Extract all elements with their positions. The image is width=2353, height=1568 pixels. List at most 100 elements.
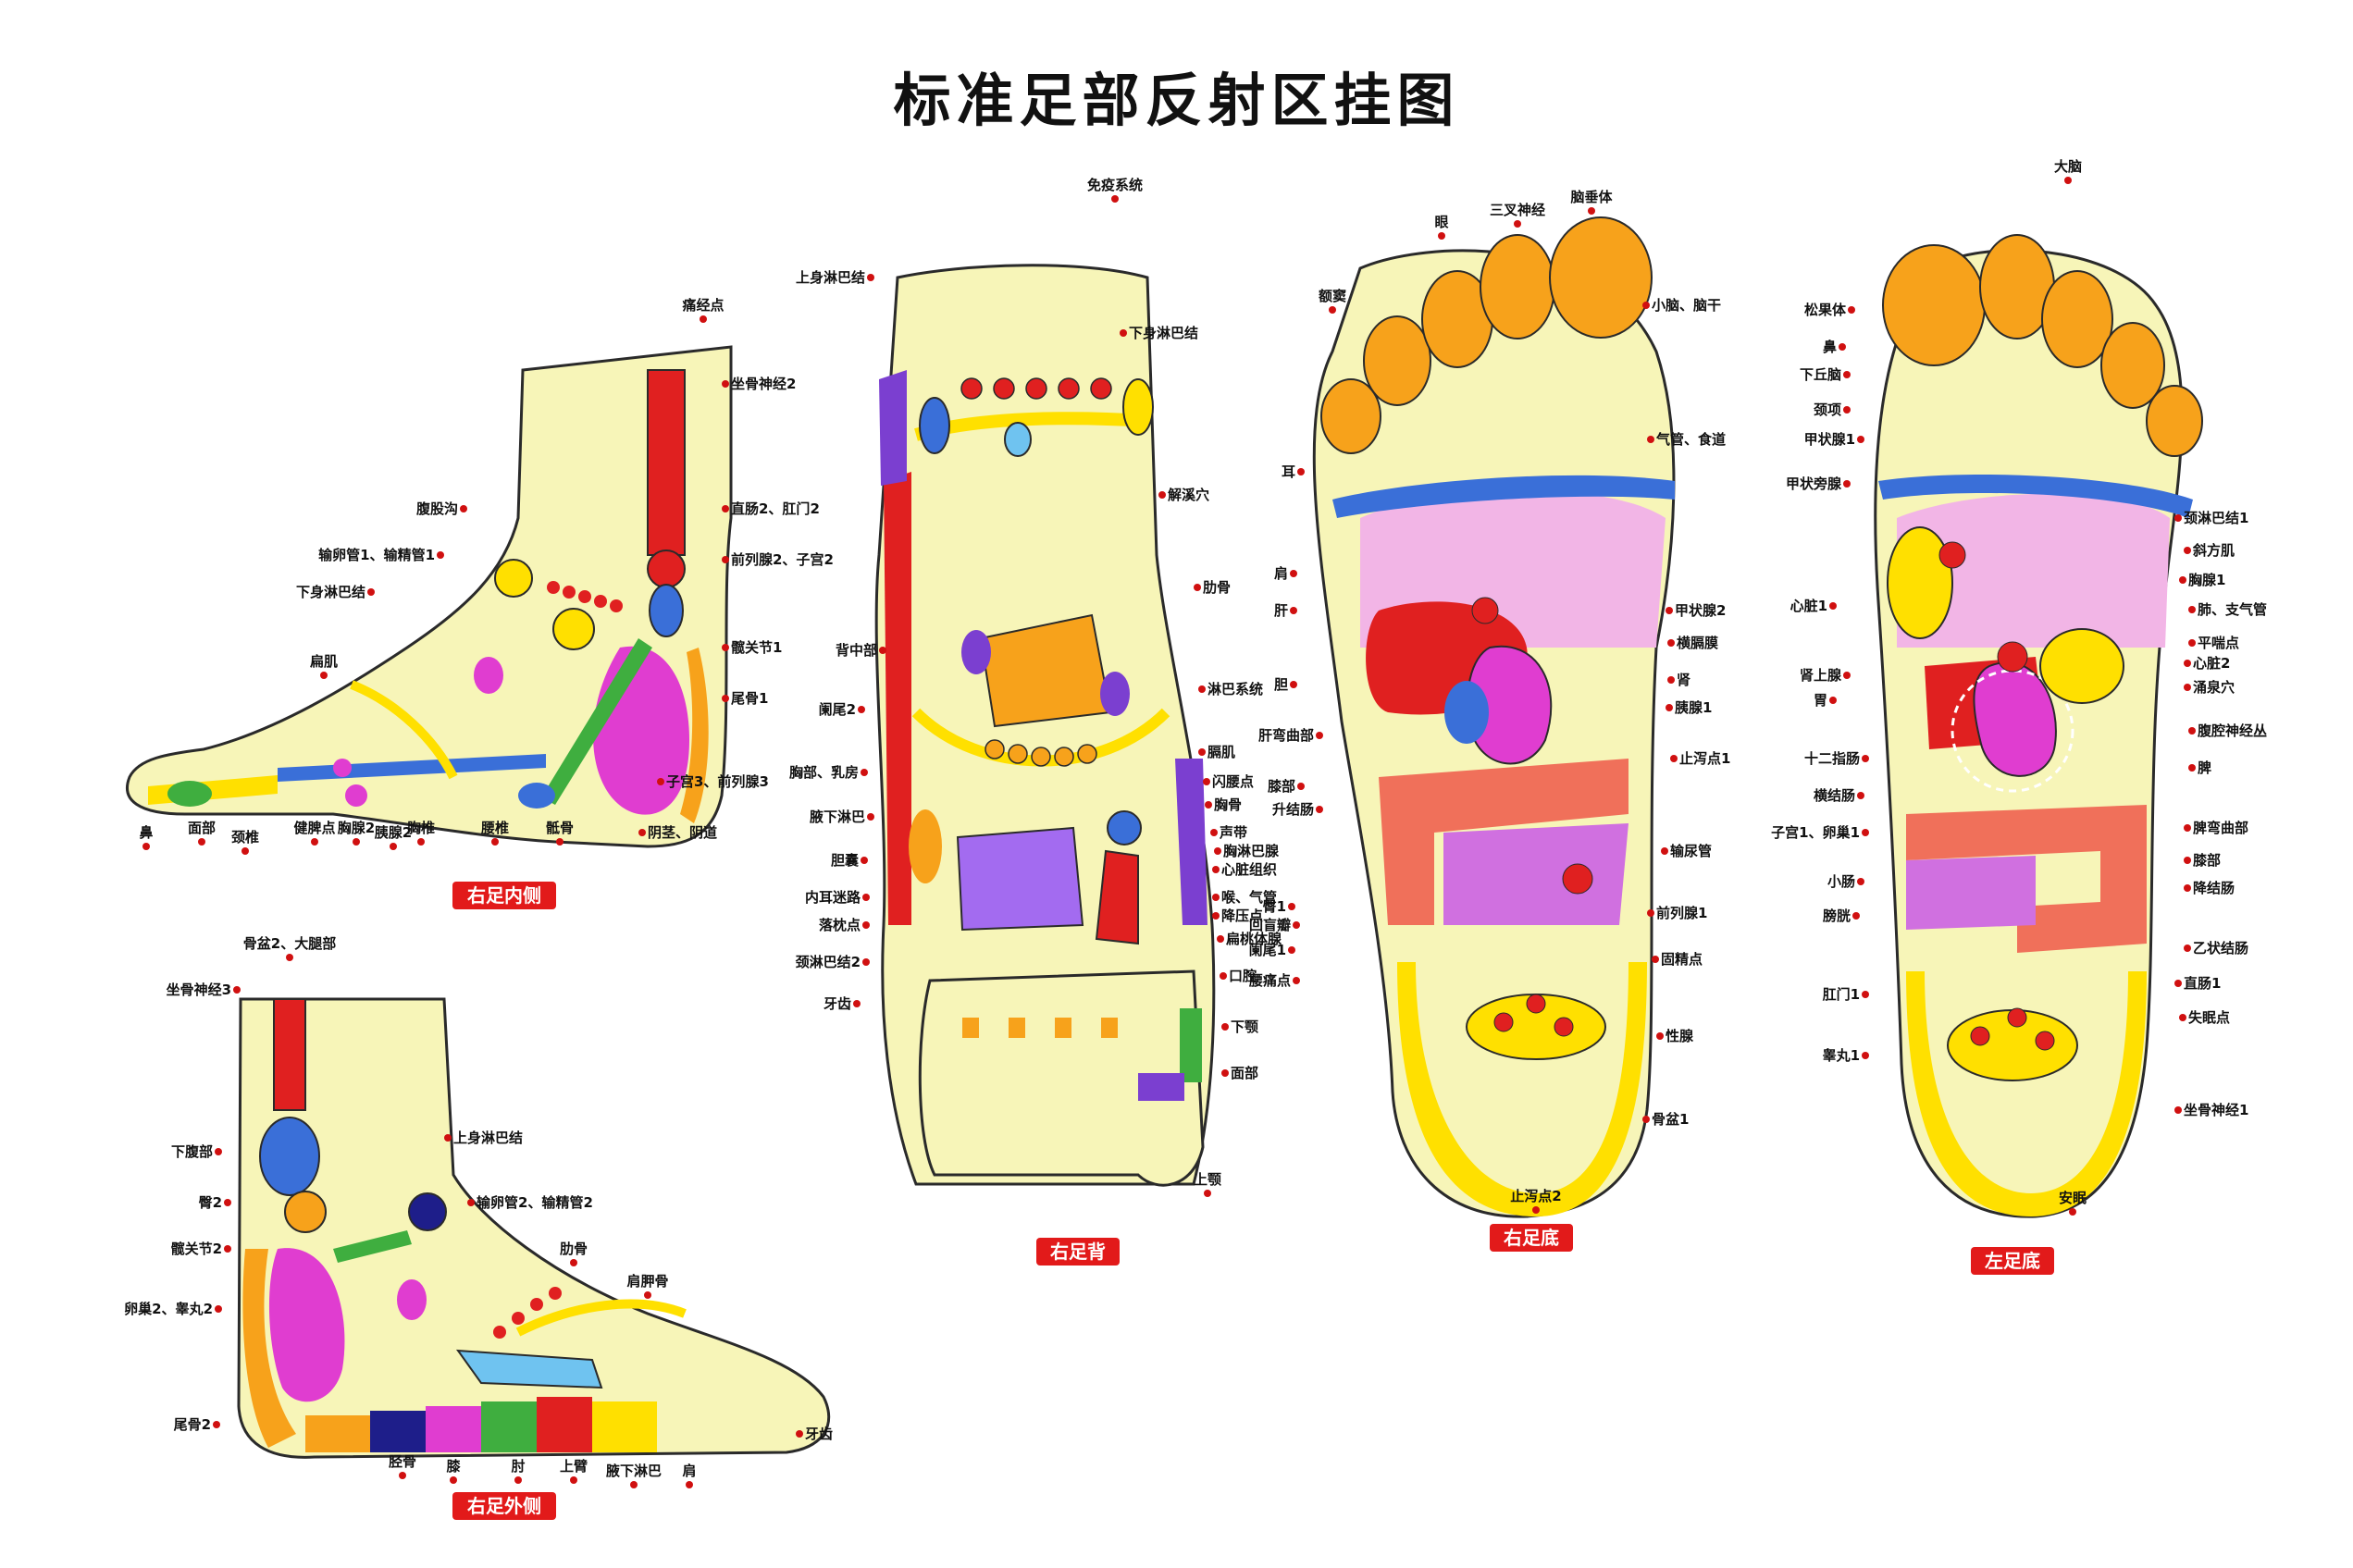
reflex-label: 十二指肠 (1804, 750, 1860, 767)
inner-pink-point-2 (333, 759, 352, 777)
label-dot (467, 1199, 475, 1206)
label-dot (1120, 329, 1127, 337)
label-dot (1843, 371, 1851, 378)
reflex-label: 髋关节1 (731, 639, 782, 656)
label-dot (2188, 727, 2196, 735)
label-dot (1661, 847, 1668, 855)
reflex-label: 落枕点 (819, 917, 861, 933)
label-dot (722, 380, 729, 388)
reflex-label: 解溪穴 (1168, 487, 1209, 503)
back-jaw-purple (1138, 1073, 1184, 1101)
lsole-colon (1906, 805, 2147, 953)
label-dot (1316, 806, 1323, 813)
reflex-label: 肾 (1677, 672, 1690, 688)
label-dot (2174, 980, 2182, 987)
label-dot (644, 1291, 651, 1299)
label-dot (1212, 912, 1220, 920)
label-dot (2069, 1208, 2076, 1216)
label-dot (796, 1430, 803, 1438)
label-dot (1212, 866, 1220, 873)
reflex-label: 背中部 (836, 642, 877, 659)
reflex-label: 阴茎、阴道 (648, 824, 717, 841)
reflex-label: 喉、气管 (1221, 889, 1277, 906)
label-dot (1843, 672, 1851, 679)
reflex-label: 大脑 (2054, 158, 2082, 175)
label-dot (2179, 1014, 2186, 1021)
reflex-label: 骨盆2、大腿部 (243, 935, 336, 952)
reflex-label: 肺、支气管 (2198, 601, 2267, 618)
label-dot (630, 1481, 638, 1488)
reflex-label: 脾 (2198, 759, 2211, 776)
reflex-label: 涌泉穴 (2193, 679, 2235, 696)
label-dot (2184, 884, 2191, 892)
label-dot (722, 695, 729, 702)
reflex-label: 颈淋巴结2 (795, 954, 861, 970)
label-dot (1205, 801, 1212, 809)
label-dot (417, 838, 425, 846)
label-dot (2188, 606, 2196, 613)
view-caption: 右足底 (1504, 1227, 1559, 1249)
reflex-label: 降压点 (1221, 907, 1263, 924)
view-caption: 右足背 (1050, 1241, 1106, 1263)
reflex-label: 输卵管1、输精管1 (318, 547, 435, 563)
label-dot (638, 829, 646, 836)
inner-lymph-arc (350, 680, 458, 780)
label-dot (2184, 660, 2191, 667)
reflex-label: 胸部、乳房 (789, 764, 859, 781)
back-jaw-green (1180, 1008, 1202, 1082)
back-left-red-edge (884, 472, 911, 925)
reflex-label: 胸骨 (1214, 796, 1242, 813)
reflex-label: 三叉神经 (1490, 202, 1545, 218)
label-dot (1290, 607, 1297, 614)
reflex-label: 平喘点 (2198, 635, 2239, 651)
label-dot (556, 838, 563, 846)
reflex-label: 尾骨2 (174, 1416, 211, 1433)
lsole-kidney (1973, 661, 2057, 777)
rsole-gallbladder (1444, 681, 1489, 744)
reflex-label: 下腹部 (171, 1143, 213, 1160)
label-dot (224, 1245, 231, 1253)
back-tooth-row (962, 1018, 1118, 1038)
outer-scapula (455, 1349, 603, 1389)
reflex-label: 子宫1、卵巢1 (1771, 824, 1860, 841)
inner-pink-point (345, 784, 367, 807)
back-toes (918, 969, 1205, 1187)
reflex-label: 直肠2、肛门2 (731, 500, 820, 517)
label-dot (861, 769, 868, 776)
outer-pelvis-strip (273, 998, 306, 1111)
label-dot (450, 1476, 457, 1484)
label-dot (2184, 824, 2191, 832)
reflex-label: 甲状腺2 (1675, 602, 1726, 619)
label-dot (1214, 847, 1221, 855)
label-dot (215, 1148, 222, 1155)
lsole-blue-band (1878, 474, 2193, 518)
view-lsole: 大脑松果体鼻下丘脑颈项甲状腺1甲状旁腺颈淋巴结1斜方肌胸腺1肺、支气管心脏1平喘… (1771, 158, 2267, 1218)
reflex-label: 上颚 (1194, 1171, 1221, 1188)
outer-red-dots (493, 1287, 562, 1339)
label-dot (311, 838, 318, 846)
label-dot (286, 954, 293, 961)
label-dot (213, 1421, 220, 1428)
label-dot (2184, 945, 2191, 952)
reflex-label: 升结肠 (1272, 801, 1314, 818)
back-purple-right (1100, 672, 1130, 716)
lsole-spleen (2039, 628, 2124, 704)
reflex-label: 输尿管 (1670, 843, 1712, 859)
label-dot (491, 838, 499, 846)
label-dot (224, 1199, 231, 1206)
label-dot (1204, 1190, 1211, 1197)
reflex-label: 髋关节2 (171, 1241, 222, 1257)
reflex-label: 免疫系统 (1087, 177, 1143, 193)
reflex-label: 坐骨神经3 (167, 982, 231, 998)
reflex-label: 小肠 (1827, 873, 1855, 890)
label-dot (1220, 972, 1227, 980)
outer-upper-lymph (408, 1192, 447, 1231)
label-dot (1588, 207, 1595, 215)
label-dot (1829, 697, 1837, 704)
reflex-label: 骶骨 (546, 820, 574, 836)
reflex-label: 横膈膜 (1677, 635, 1718, 651)
label-dot (1852, 912, 1860, 920)
label-dot (2184, 684, 2191, 691)
inner-prostate-oval (649, 584, 684, 637)
reflex-label: 安眠 (2059, 1190, 2087, 1206)
